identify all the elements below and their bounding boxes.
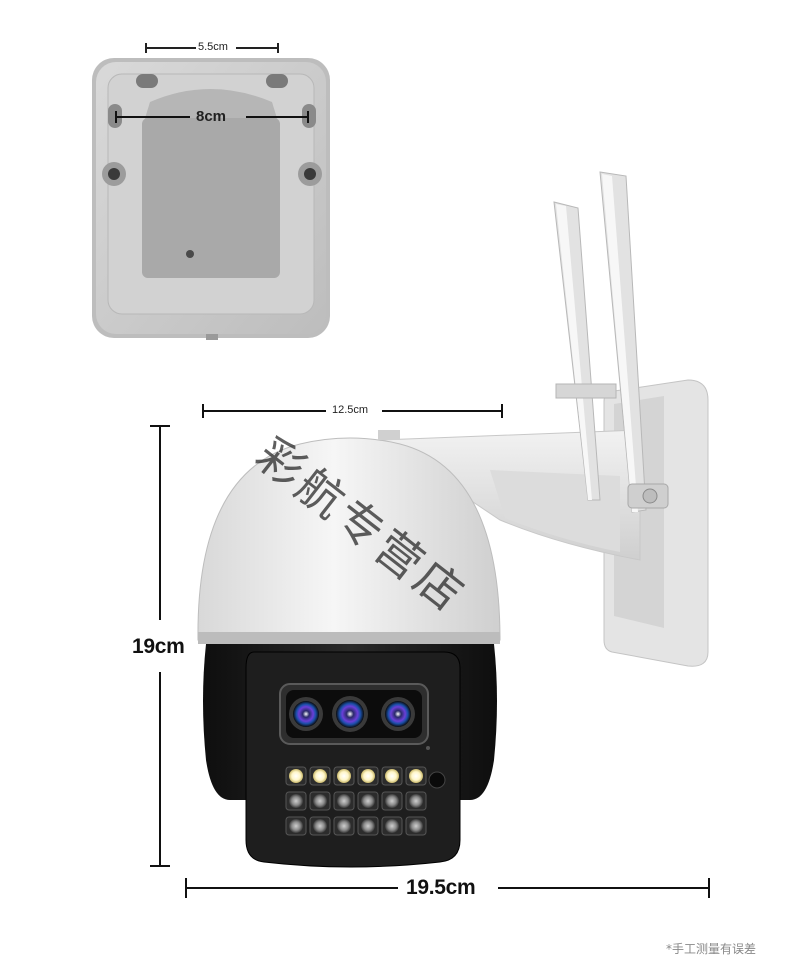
mount-plate-illustration	[92, 58, 330, 340]
dome-width-dimension	[202, 404, 503, 418]
dome-width-label: 12.5cm	[332, 404, 369, 416]
infrared-led	[337, 819, 351, 833]
total-width-dimension	[185, 878, 710, 898]
white-light-led	[385, 769, 399, 783]
height-label: 19cm	[132, 635, 185, 658]
infrared-led	[289, 794, 303, 808]
white-light-led	[289, 769, 303, 783]
infrared-led	[289, 819, 303, 833]
infrared-led	[409, 794, 423, 808]
lens-left	[289, 697, 323, 731]
plate-hole-spacing-label: 8cm	[196, 108, 227, 125]
total-width-label: 19.5cm	[406, 876, 476, 899]
antenna-left	[553, 201, 617, 501]
infrared-led	[409, 819, 423, 833]
white-light-led	[409, 769, 423, 783]
lens-middle	[332, 696, 368, 732]
infrared-led	[313, 819, 327, 833]
white-light-led	[313, 769, 327, 783]
measurement-footnote: *手工测量有误差	[665, 942, 756, 956]
height-dimension	[150, 425, 170, 867]
infrared-led	[337, 794, 351, 808]
antenna-right	[599, 171, 669, 513]
plate-width-dimension	[145, 43, 279, 53]
plate-hole-dimension	[115, 111, 309, 123]
ptz-camera-illustration	[197, 430, 501, 868]
plate-width-label: 5.5cm	[196, 41, 230, 53]
led-array	[285, 766, 427, 836]
infrared-led	[361, 794, 375, 808]
infrared-led	[361, 819, 375, 833]
infrared-led	[313, 794, 327, 808]
white-light-led	[337, 769, 351, 783]
lens-right	[381, 697, 415, 731]
infrared-led	[385, 794, 399, 808]
infrared-led	[385, 819, 399, 833]
white-light-led	[361, 769, 375, 783]
